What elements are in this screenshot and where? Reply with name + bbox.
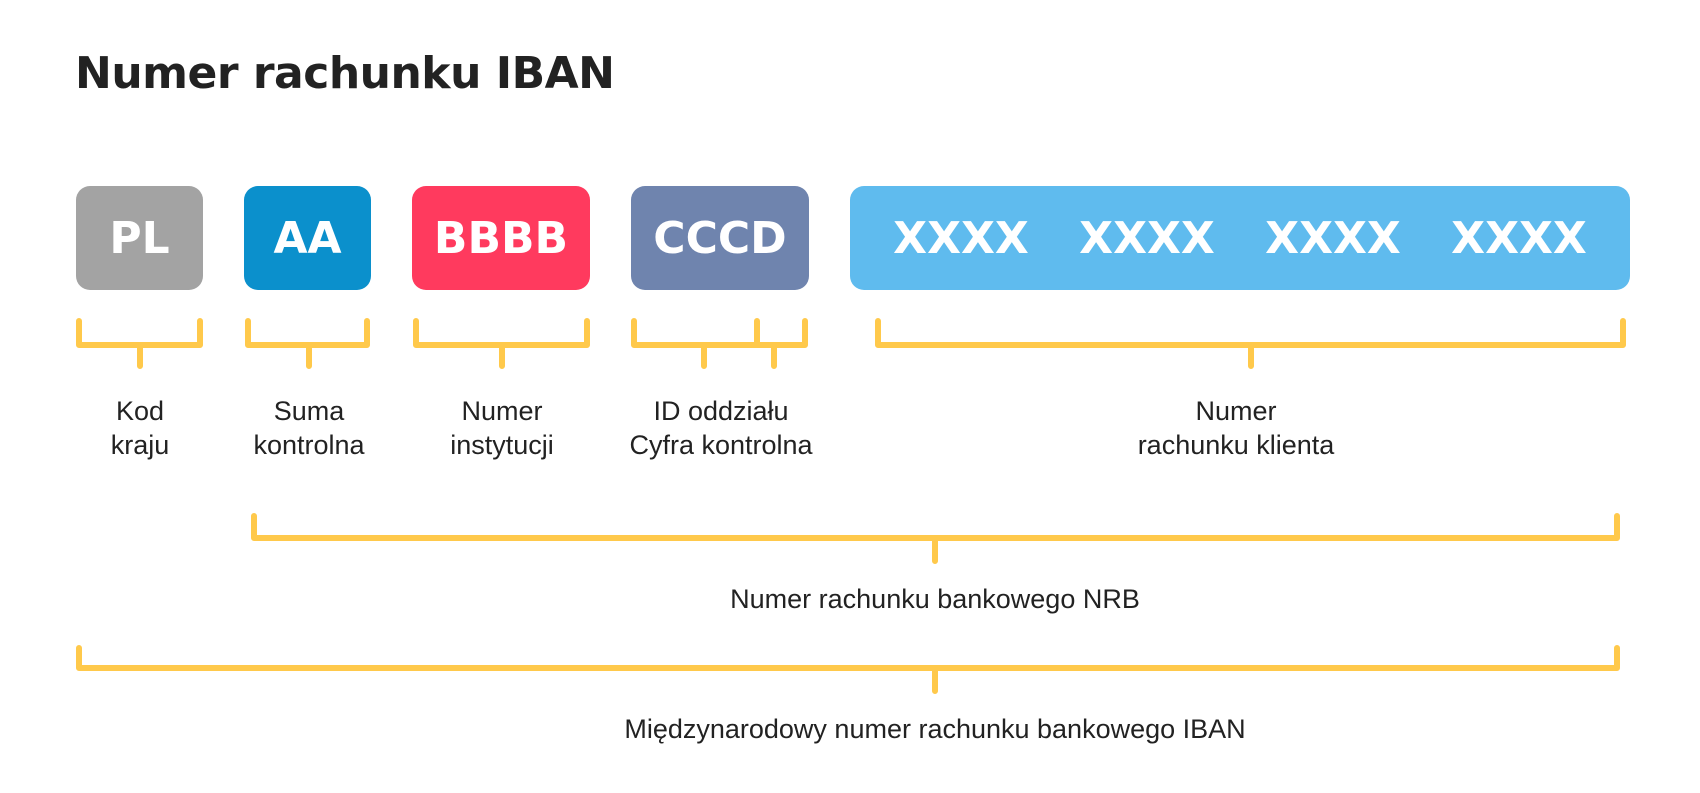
- branch-label: ID oddziału Cyfra kontrolna: [629, 396, 813, 460]
- account-box: XXXX XXXX XXXX XXXX: [850, 186, 1630, 290]
- account-group-2: XXXX: [1079, 212, 1215, 264]
- nrb-bracket: [251, 513, 1620, 564]
- iban-label: Międzynarodowy numer rachunku bankowego …: [624, 714, 1246, 744]
- country-label: Kod kraju: [110, 396, 170, 460]
- checksum-box: AA: [244, 186, 371, 290]
- iban-bracket: [76, 645, 1620, 694]
- account-group-3: XXXX: [1265, 212, 1401, 264]
- institution-label: Numer instytucji: [450, 396, 554, 460]
- account-label: Numer rachunku klienta: [1137, 396, 1335, 460]
- page-title: Numer rachunku IBAN: [75, 48, 615, 99]
- nrb-label: Numer rachunku bankowego NRB: [730, 584, 1140, 614]
- country-code-box: PL: [76, 186, 203, 290]
- checksum-label: Suma kontrolna: [253, 396, 365, 460]
- checksum-bracket: [245, 318, 370, 369]
- branch-box: CCCD: [631, 186, 809, 290]
- account-group-1: XXXX: [893, 212, 1029, 264]
- branch-text: CCCD: [653, 212, 787, 264]
- branch-bracket: [631, 318, 808, 369]
- account-bracket: [875, 318, 1626, 369]
- checksum-text: AA: [273, 212, 342, 264]
- institution-text: BBBB: [433, 212, 569, 264]
- institution-box: BBBB: [412, 186, 590, 290]
- country-bracket: [76, 318, 203, 369]
- country-code-text: PL: [109, 212, 170, 264]
- institution-bracket: [413, 318, 590, 369]
- account-group-4: XXXX: [1451, 212, 1587, 264]
